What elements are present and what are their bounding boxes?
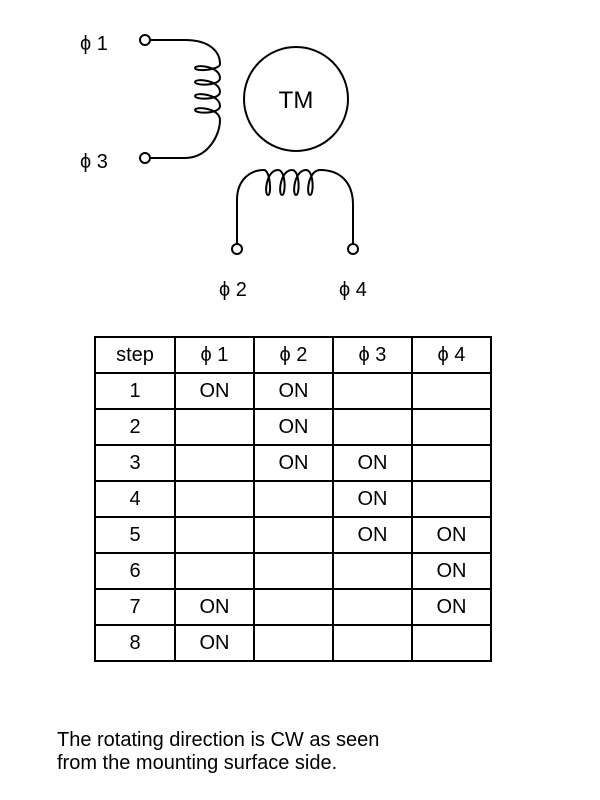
phase-2-state-cell	[253, 552, 334, 590]
phase-3-state-cell	[332, 552, 413, 590]
table-row: 6 ON	[94, 552, 492, 590]
motor-circle-icon	[243, 46, 349, 152]
step-number-cell: 8	[94, 624, 176, 662]
step-number-cell: 2	[94, 408, 176, 446]
header-step: step	[94, 336, 176, 374]
phase-2-state-cell	[253, 588, 334, 626]
phase-4-state-cell: ON	[411, 552, 492, 590]
phase-4-state-cell	[411, 480, 492, 518]
phase-1-state-cell: ON	[174, 588, 255, 626]
rotation-direction-note: The rotating direction is CW as seen fro…	[57, 729, 380, 774]
phase-2-state-cell: ON	[253, 372, 334, 410]
phase-4-state-cell: ON	[411, 588, 492, 626]
phase-4-state-cell	[411, 372, 492, 410]
phase-3-state-cell: ON	[332, 480, 413, 518]
step-number-cell: 7	[94, 588, 176, 626]
phase-3-state-cell	[332, 624, 413, 662]
phase-3-state-cell	[332, 408, 413, 446]
phase-1-state-cell	[174, 552, 255, 590]
phase-2-label: ϕ 2	[219, 279, 247, 301]
phase-4-state-cell: ON	[411, 516, 492, 554]
motor-label: TM	[279, 87, 314, 114]
phase-3-state-cell: ON	[332, 444, 413, 482]
phase-1-label: ϕ 1	[80, 33, 108, 55]
step-number-cell: 4	[94, 480, 176, 518]
phase-1-state-cell: ON	[174, 372, 255, 410]
phase-2-state-cell: ON	[253, 444, 334, 482]
phase-3-state-cell	[332, 372, 413, 410]
phase-3-state-cell: ON	[332, 516, 413, 554]
phase-1-state-cell	[174, 444, 255, 482]
phase-4-state-cell	[411, 624, 492, 662]
phase-3-terminal-icon	[139, 152, 151, 164]
horizontal-coil-icon	[236, 168, 354, 244]
step-number-cell: 5	[94, 516, 176, 554]
header-phase-1: ϕ 1	[174, 336, 255, 374]
motor-wiring-diagram: ϕ 1 ϕ 3 ϕ 2 ϕ 4 TM	[80, 33, 367, 301]
table-header-row: step ϕ 1 ϕ 2 ϕ 3 ϕ 4	[94, 336, 492, 374]
phase-2-state-cell: ON	[253, 408, 334, 446]
phase-2-state-cell	[253, 516, 334, 554]
step-number-cell: 3	[94, 444, 176, 482]
phase-4-terminal-icon	[347, 243, 359, 255]
header-phase-4: ϕ 4	[411, 336, 492, 374]
phase-4-state-cell	[411, 408, 492, 446]
vertical-coil-icon	[150, 39, 222, 159]
phase-2-state-cell	[253, 624, 334, 662]
phase-1-state-cell	[174, 480, 255, 518]
table-row: 4 ON	[94, 480, 492, 518]
table-row: 2 ON	[94, 408, 492, 446]
header-phase-2: ϕ 2	[253, 336, 334, 374]
phase-1-terminal-icon	[139, 34, 151, 46]
phase-3-label: ϕ 3	[80, 151, 108, 173]
phase-4-state-cell	[411, 444, 492, 482]
phase-1-state-cell	[174, 408, 255, 446]
phase-1-state-cell: ON	[174, 624, 255, 662]
step-number-cell: 6	[94, 552, 176, 590]
phase-3-state-cell	[332, 588, 413, 626]
phase-4-label: ϕ 4	[339, 279, 367, 301]
step-number-cell: 1	[94, 372, 176, 410]
phase-2-state-cell	[253, 480, 334, 518]
phase-1-state-cell	[174, 516, 255, 554]
header-phase-3: ϕ 3	[332, 336, 413, 374]
phase-2-terminal-icon	[231, 243, 243, 255]
